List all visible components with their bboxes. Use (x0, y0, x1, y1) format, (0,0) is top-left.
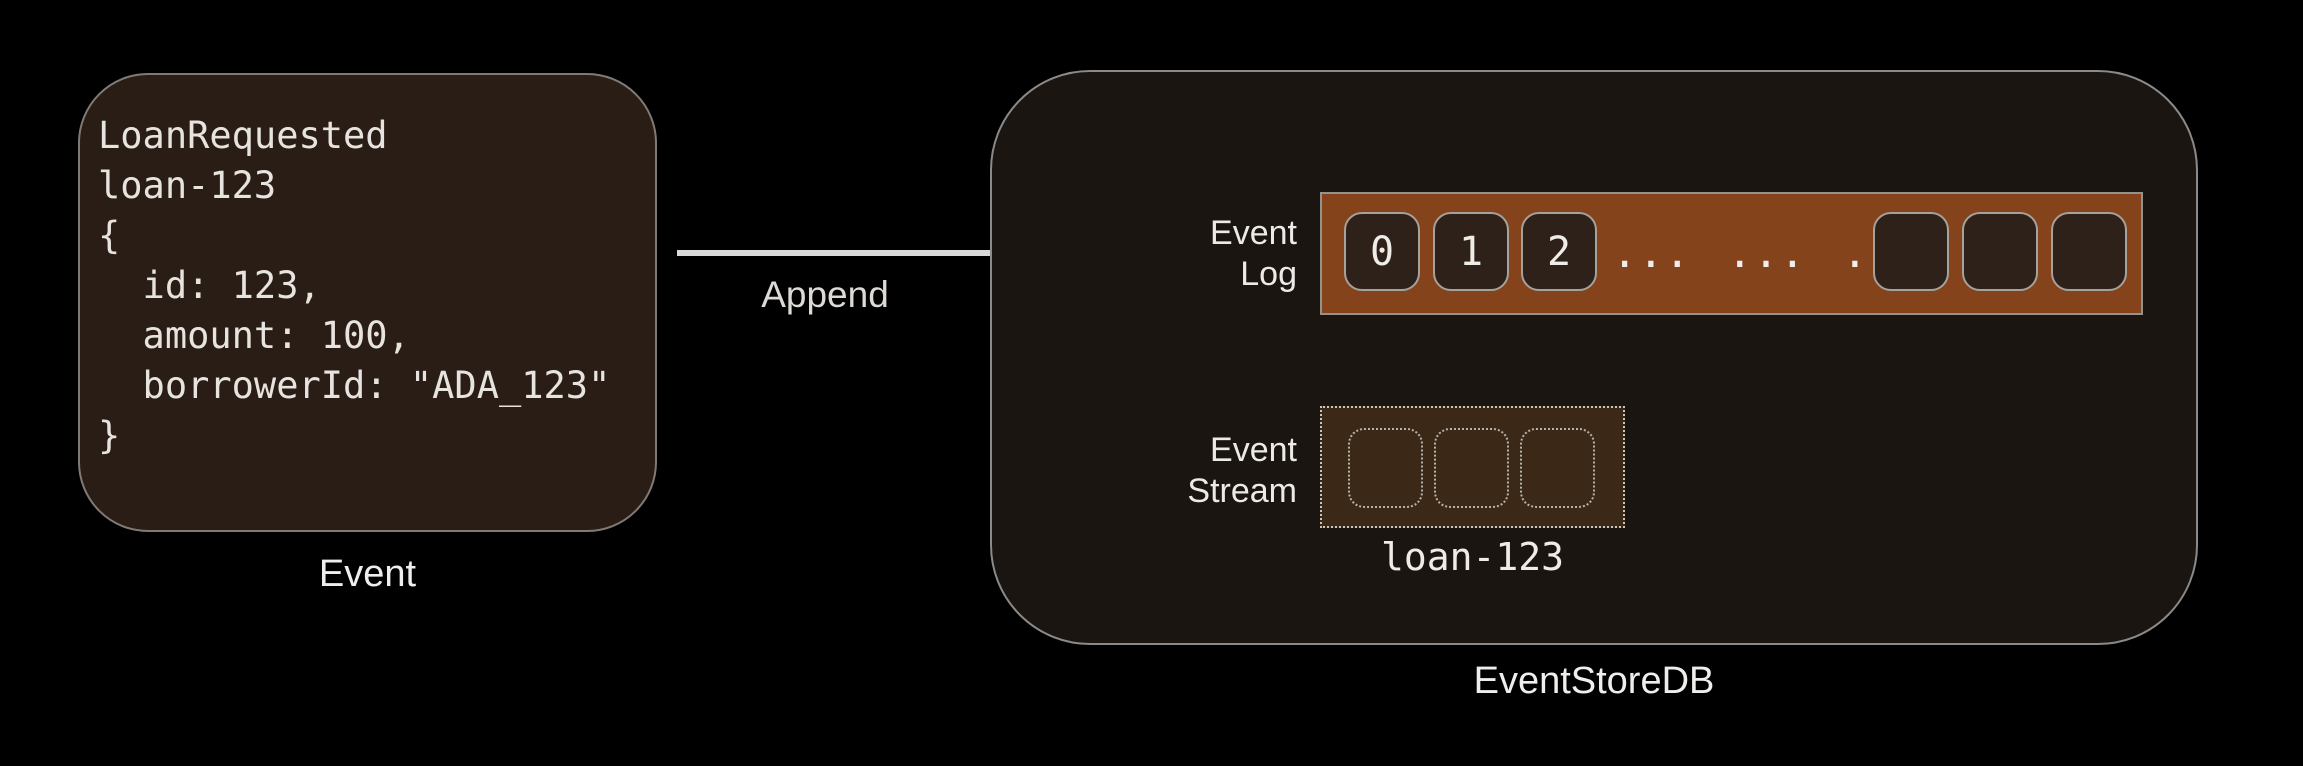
log-empty-cell (1873, 212, 1949, 291)
event-log-label: Event Log (1057, 213, 1297, 295)
event-code-line: { (98, 214, 121, 257)
log-cell-2: 2 (1521, 212, 1597, 291)
stream-empty-cell (1520, 428, 1595, 508)
event-code-line: } (98, 414, 121, 457)
event-code-line: LoanRequested (98, 114, 388, 157)
event-log-label-line1: Event (1210, 214, 1297, 252)
event-code-line: borrowerId: "ADA_123" (98, 364, 611, 407)
eventstoredb-container (990, 70, 2198, 645)
event-code-line: loan-123 (98, 164, 277, 207)
log-cell-0: 0 (1344, 212, 1420, 291)
event-stream-label-line2: Stream (1187, 472, 1297, 510)
append-label: Append (761, 274, 889, 315)
event-stream-label: Event Stream (1057, 430, 1297, 512)
log-cell-1: 1 (1433, 212, 1509, 291)
event-card: LoanRequested loan-123 { id: 123, amount… (78, 73, 657, 532)
event-log-label-line2: Log (1240, 255, 1297, 293)
log-empty-cell (2051, 212, 2127, 291)
stream-name-label: loan-123 (1380, 535, 1565, 579)
event-stream-label-line1: Event (1210, 431, 1297, 469)
log-ellipsis: ... ... ... (1612, 228, 1922, 277)
event-stream-box (1320, 406, 1625, 528)
event-code-line: amount: 100, (98, 314, 410, 357)
event-code-line: id: 123, (98, 264, 321, 307)
stream-empty-cell (1434, 428, 1509, 508)
eventstoredb-label: EventStoreDB (1473, 660, 1715, 702)
stream-empty-cell (1348, 428, 1423, 508)
event-card-label: Event (318, 553, 417, 595)
log-empty-cell (1962, 212, 2038, 291)
